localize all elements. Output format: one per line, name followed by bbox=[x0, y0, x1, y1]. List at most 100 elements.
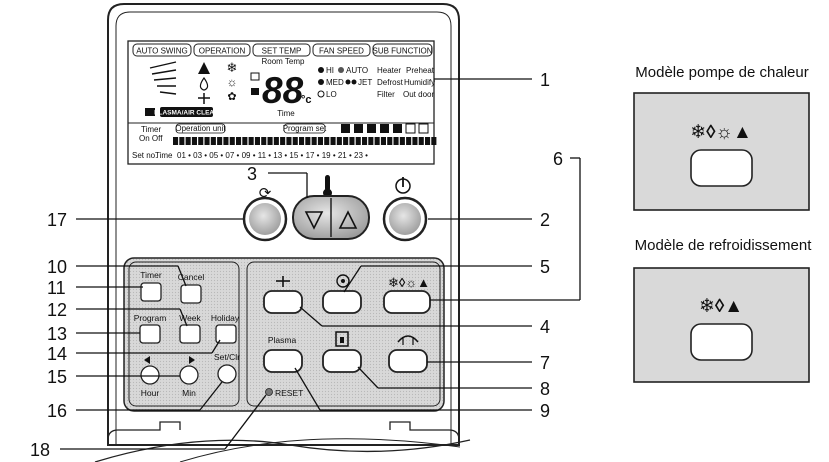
dry-icon bbox=[199, 76, 209, 91]
set-no-label: Set no. bbox=[132, 151, 157, 160]
timer-segment bbox=[380, 137, 386, 145]
timer-segment bbox=[412, 137, 418, 145]
timer-segment bbox=[286, 137, 292, 145]
mode-button[interactable] bbox=[383, 290, 431, 314]
room-temp-label: Room Temp bbox=[262, 57, 306, 66]
sub-filter: Filter bbox=[377, 90, 395, 99]
callout-10: 10 bbox=[47, 257, 67, 277]
hour-scale: 01 • 03 • 05 • 07 • 09 • 11 • 13 • 15 • … bbox=[177, 151, 368, 160]
timer-segment bbox=[393, 137, 399, 145]
program-button[interactable] bbox=[139, 324, 161, 344]
heat-pump-panel: Modèle pompe de chaleur ❄◊☼▲ bbox=[633, 64, 810, 211]
callout-16: 16 bbox=[47, 401, 67, 421]
home-symbol-icon bbox=[335, 331, 349, 347]
plasma-badge: PLASMA/AIR CLEAN bbox=[154, 110, 219, 117]
timer-segment bbox=[261, 137, 267, 145]
callout-11: 11 bbox=[47, 278, 66, 298]
vane-button[interactable] bbox=[388, 349, 428, 373]
timer-segment bbox=[362, 137, 368, 145]
callout-12: 12 bbox=[47, 300, 67, 320]
lcd-tab-auto-swing: AUTO SWING bbox=[136, 47, 187, 56]
cooling-mode-button[interactable] bbox=[690, 323, 753, 361]
week-button[interactable] bbox=[179, 324, 201, 344]
reset-button[interactable] bbox=[265, 388, 273, 396]
callout-4: 4 bbox=[540, 317, 550, 337]
timer-segment bbox=[299, 137, 305, 145]
week-button-label: Week bbox=[179, 313, 201, 323]
callout-5: 5 bbox=[540, 257, 550, 277]
swing-lines-icon bbox=[149, 61, 177, 95]
timer-segment bbox=[418, 137, 424, 145]
timer-segment bbox=[368, 137, 374, 145]
min-button[interactable] bbox=[179, 365, 199, 385]
timer-segment bbox=[273, 137, 279, 145]
fan-lo-label: LO bbox=[326, 90, 337, 99]
timer-segment bbox=[191, 137, 197, 145]
lcd-time-label: Time bbox=[277, 109, 295, 118]
timer-segment bbox=[336, 137, 342, 145]
fan-auto-label: AUTO bbox=[346, 66, 368, 75]
right-arrow-icon bbox=[189, 356, 195, 364]
callout-2: 2 bbox=[540, 210, 550, 230]
timer-segment bbox=[311, 137, 317, 145]
sub-function-block: Heater Preheat Defrost Humidify Filter O… bbox=[377, 66, 435, 99]
callout-lines bbox=[60, 78, 581, 450]
timer-segment bbox=[330, 137, 336, 145]
timer-segment bbox=[229, 137, 235, 145]
timer-segment bbox=[210, 137, 216, 145]
sub-outdoor: Out door bbox=[403, 90, 434, 99]
home-button[interactable] bbox=[322, 349, 362, 373]
hour-button[interactable] bbox=[140, 365, 160, 385]
callout-7: 7 bbox=[540, 353, 550, 373]
timer-label: Timer bbox=[141, 125, 161, 134]
timer-segment bbox=[204, 137, 210, 145]
sub-humidify: Humidify bbox=[404, 78, 435, 87]
fan-speed-block: HI AUTO MED JET LO bbox=[317, 66, 372, 99]
set-clr-button[interactable] bbox=[217, 364, 237, 384]
cancel-button-label: Cancel bbox=[178, 272, 205, 282]
temp-up-button[interactable] bbox=[338, 210, 358, 229]
set-clr-button-label: Set/Clr bbox=[214, 352, 240, 362]
reset-button-label: RESET bbox=[275, 388, 303, 398]
power-symbol-icon bbox=[395, 177, 411, 194]
timer-button[interactable] bbox=[140, 282, 162, 302]
program-button-label: Program bbox=[134, 313, 167, 323]
program-set-label: Program set bbox=[283, 124, 327, 133]
bottom-hinge bbox=[94, 421, 471, 462]
callout-numbers: 1 2 3 4 5 6 7 8 9 10 11 12 13 14 15 16 1… bbox=[30, 70, 563, 460]
fan-speed-button[interactable] bbox=[322, 290, 362, 314]
holiday-button[interactable] bbox=[215, 324, 237, 344]
fan-mode-icon bbox=[198, 93, 210, 104]
timer-segment-bar bbox=[173, 137, 437, 145]
temp-digits: 88 bbox=[262, 70, 304, 111]
timer-segment bbox=[236, 137, 242, 145]
timer-segment bbox=[248, 137, 254, 145]
fan-jet-label: JET bbox=[358, 78, 372, 87]
callout-3: 3 bbox=[247, 164, 257, 184]
lcd-tab-set-temp: SET TEMP bbox=[262, 47, 302, 56]
timer-segment bbox=[399, 137, 405, 145]
cancel-button[interactable] bbox=[180, 284, 202, 304]
timer-segment bbox=[431, 137, 437, 145]
timer-segment bbox=[374, 137, 380, 145]
timer-segment bbox=[292, 137, 298, 145]
lcd-tab-operation: OPERATION bbox=[199, 47, 246, 56]
callout-18: 18 bbox=[30, 440, 50, 460]
fan-speed-symbol-icon bbox=[336, 274, 350, 288]
operation-mode-button[interactable] bbox=[263, 290, 303, 314]
left-arrow-icon bbox=[144, 356, 150, 364]
timer-segment bbox=[324, 137, 330, 145]
timer-segment bbox=[355, 137, 361, 145]
callout-17: 17 bbox=[47, 210, 67, 230]
callout-8: 8 bbox=[540, 379, 550, 399]
callout-13: 13 bbox=[47, 324, 67, 344]
timer-segment bbox=[223, 137, 229, 145]
timer-segment bbox=[185, 137, 191, 145]
plasma-button[interactable] bbox=[263, 349, 303, 373]
right-buttons: ❄◊☼▲ Plasma RESET bbox=[263, 274, 431, 398]
timer-segment bbox=[343, 137, 349, 145]
temp-down-button[interactable] bbox=[304, 211, 324, 230]
timer-segment bbox=[179, 137, 185, 145]
heat-pump-mode-button[interactable] bbox=[690, 149, 753, 187]
